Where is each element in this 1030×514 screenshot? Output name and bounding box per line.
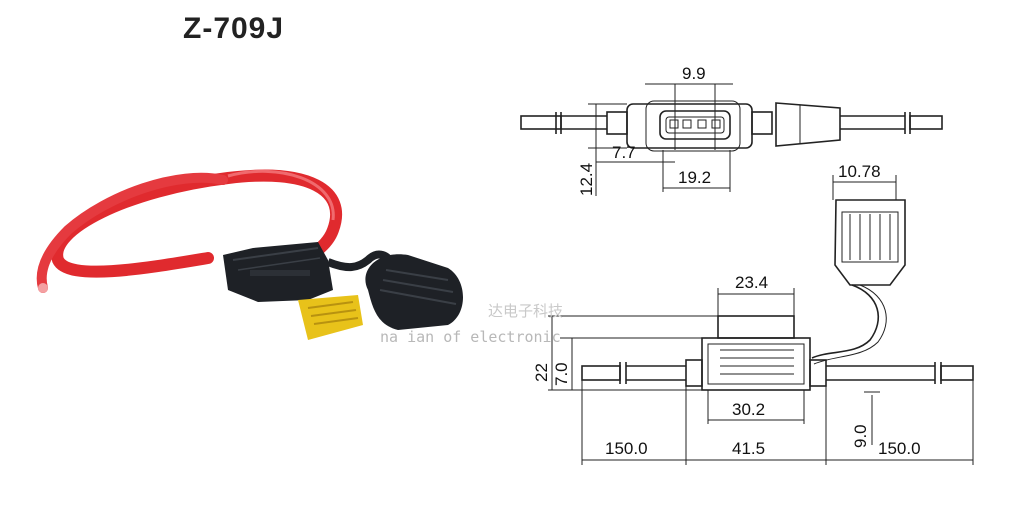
dim-lead-left-150: 150.0 bbox=[605, 439, 648, 458]
dim-body-41.5: 41.5 bbox=[732, 439, 765, 458]
dim-lead-right-150: 150.0 bbox=[878, 439, 921, 458]
dim-front-23.4: 23.4 bbox=[735, 273, 768, 292]
watermark-en: na ian of electronic bbox=[380, 328, 561, 346]
watermark-cn: 达电子科技 bbox=[488, 302, 563, 320]
dim-top-12.4: 12.4 bbox=[577, 163, 596, 196]
fuse-holder-photo bbox=[36, 169, 463, 340]
product-title: Z-709J bbox=[183, 12, 285, 45]
dim-cap-10.78: 10.78 bbox=[838, 162, 881, 181]
dim-front-22: 22 bbox=[532, 363, 551, 382]
top-view: 9.9 19.2 7.7 12.4 bbox=[520, 64, 943, 196]
dim-top-7.7: 7.7 bbox=[612, 143, 636, 162]
dim-top-19.2: 19.2 bbox=[678, 168, 711, 187]
yellow-fuse bbox=[298, 295, 363, 340]
red-wire bbox=[51, 169, 343, 278]
holder-body bbox=[223, 242, 333, 302]
dim-front-30.2: 30.2 bbox=[732, 400, 765, 419]
front-view: 10.78 23.4 22 7.0 bbox=[532, 162, 974, 465]
dim-top-9.9: 9.9 bbox=[682, 64, 706, 83]
dim-front-7.0: 7.0 bbox=[552, 362, 571, 386]
dim-front-9.0: 9.0 bbox=[851, 424, 870, 448]
holder-cap bbox=[365, 254, 463, 330]
